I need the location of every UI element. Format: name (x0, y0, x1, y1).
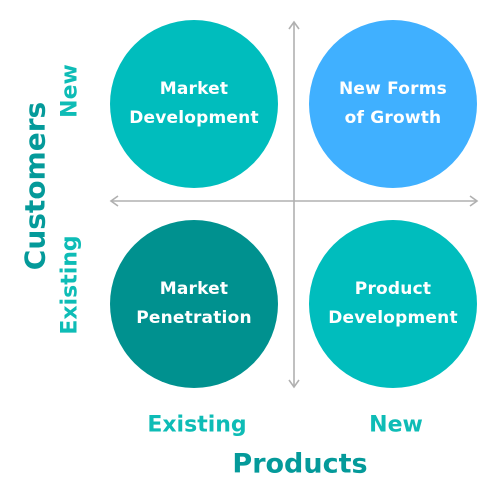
vertical-axis-bottom-arrow (288, 379, 300, 389)
quadrant-new-forms-of-growth-label: New Forms of Growth (338, 79, 447, 128)
horizontal-axis-right-arrow (469, 195, 479, 207)
horizontal-axis-left-arrow (109, 195, 119, 207)
x-axis-title: Products (232, 448, 368, 480)
quadrant-product-development: Product Development (309, 220, 477, 388)
y-axis-bottom-label: Existing (57, 235, 83, 335)
y-axis-top-label: New (57, 64, 83, 118)
quadrant-market-penetration-label: Market Penetration (136, 279, 252, 328)
quadrant-market-development: Market Development (110, 20, 278, 188)
vertical-axis-top-arrow (288, 20, 300, 30)
x-axis-left-label: Existing (147, 412, 247, 438)
quadrant-product-development-label: Product Development (328, 279, 458, 328)
quadrant-market-development-label: Market Development (129, 79, 259, 128)
quadrant-new-forms-of-growth: New Forms of Growth (309, 20, 477, 188)
y-axis-title: Customers (18, 101, 52, 271)
quadrant-market-penetration: Market Penetration (110, 220, 278, 388)
x-axis-right-label: New (369, 412, 423, 438)
